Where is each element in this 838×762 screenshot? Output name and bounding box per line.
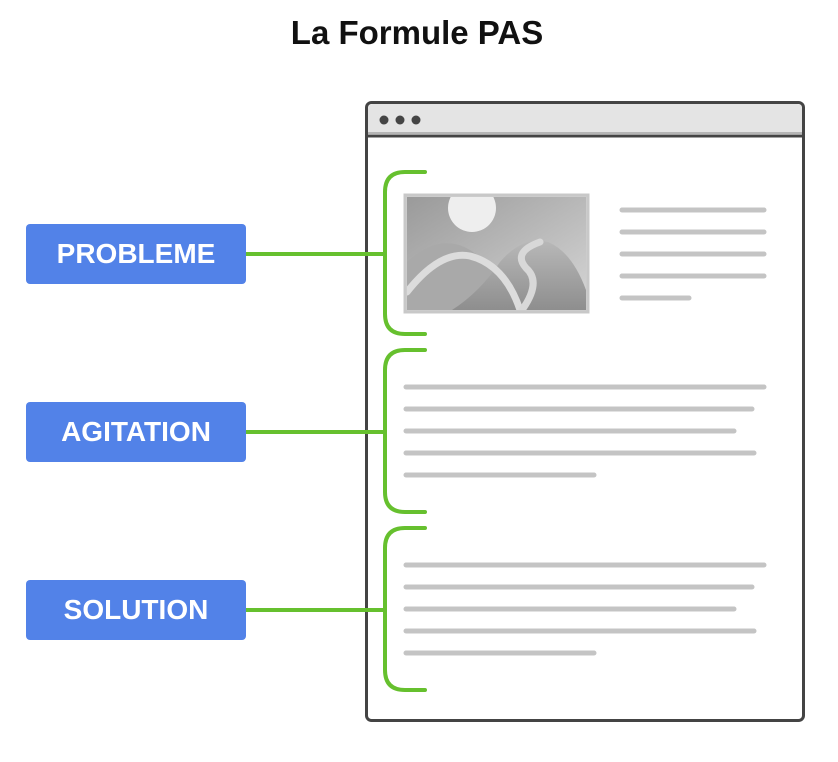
label-probleme: PROBLEME — [26, 224, 246, 284]
text-lines-agitation — [403, 384, 767, 478]
landscape-image-icon — [403, 193, 590, 314]
page-title: La Formule PAS — [290, 14, 544, 51]
label-agitation: AGITATION — [26, 402, 246, 462]
text-lines-solution — [403, 562, 767, 656]
label-solution: SOLUTION — [26, 580, 246, 640]
three-dots-icon — [379, 115, 421, 125]
label-agitation-text: AGITATION — [61, 416, 211, 447]
text-lines-probleme — [619, 207, 767, 301]
browser-titlebar — [368, 104, 802, 132]
label-probleme-text: PROBLEME — [56, 238, 216, 269]
label-solution-text: SOLUTION — [63, 594, 209, 625]
